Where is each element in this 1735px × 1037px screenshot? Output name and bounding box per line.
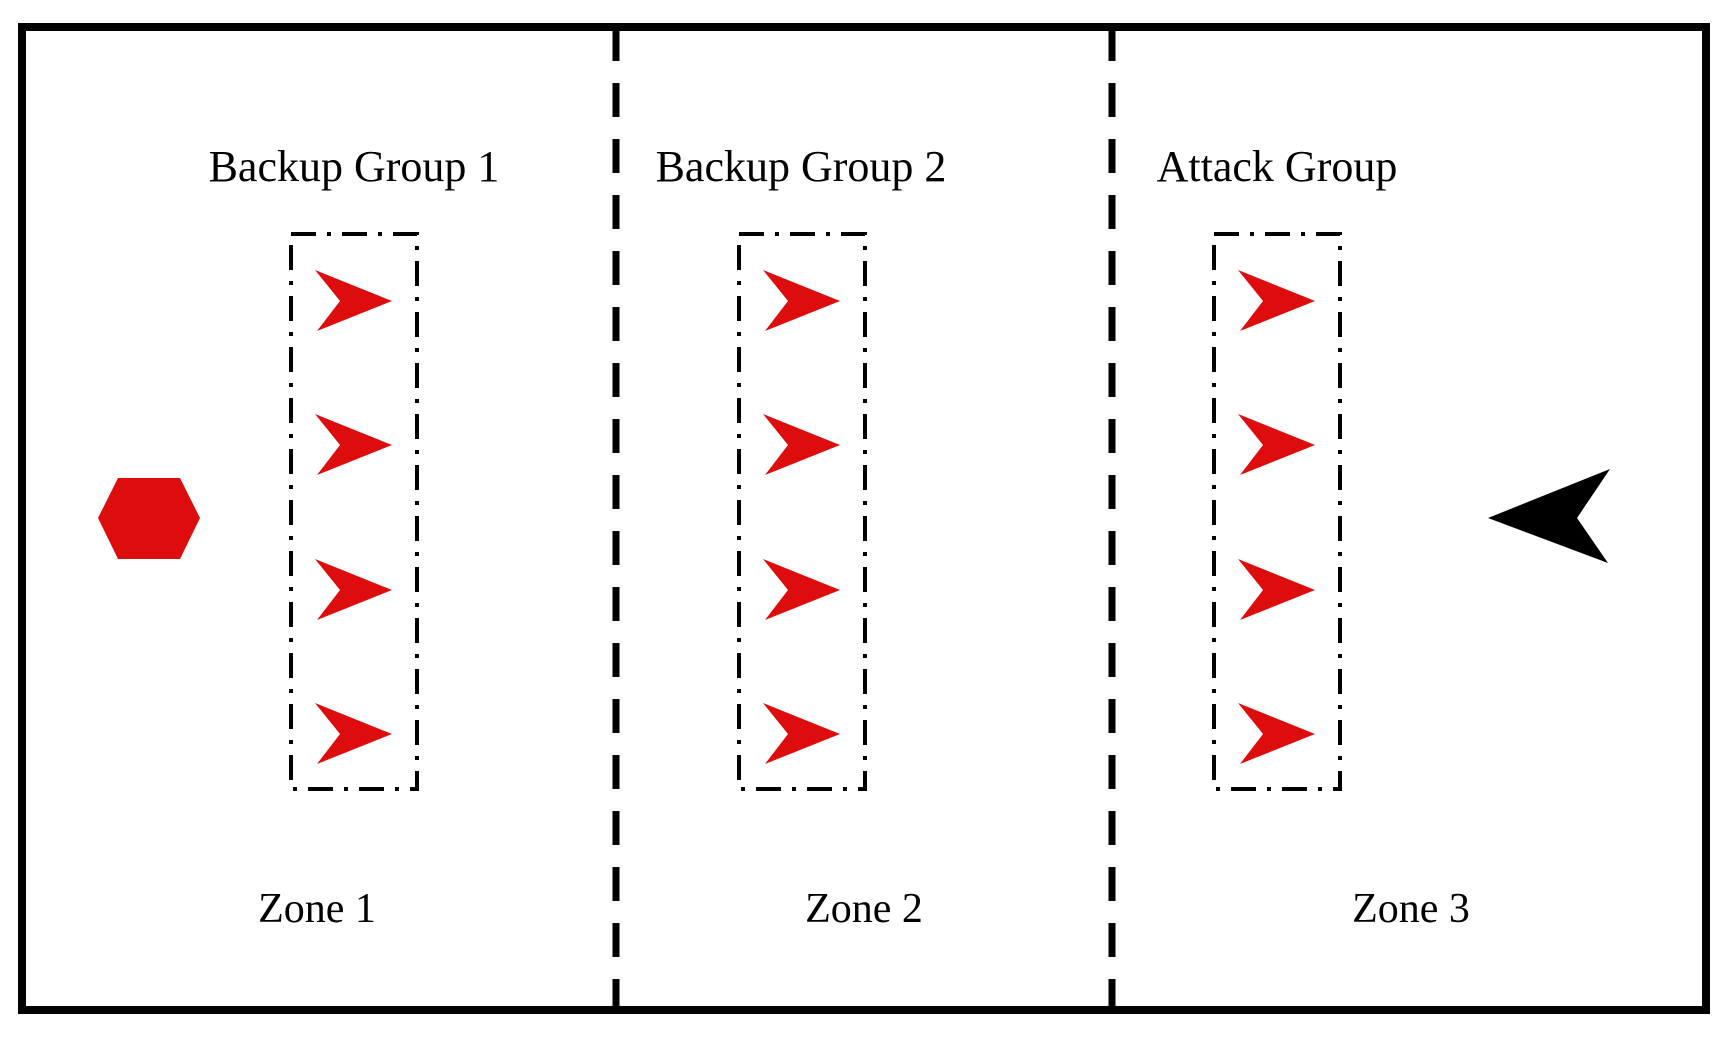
unit-arrow-icon <box>1238 414 1315 475</box>
unit-arrow-icon <box>763 559 840 620</box>
unit-arrow-icon <box>1238 559 1315 620</box>
unit-arrow-icon <box>763 270 840 331</box>
zone-label-3: Zone 3 <box>1352 886 1470 932</box>
group-title-attack: Attack Group <box>1156 142 1398 191</box>
red-hexagon-icon <box>98 478 200 559</box>
zone-label-1: Zone 1 <box>258 886 376 932</box>
black-dart-arrow-left-icon <box>1488 469 1610 563</box>
unit-arrow-icon <box>1238 703 1315 764</box>
attack-group <box>1212 232 1342 791</box>
unit-arrow-icon <box>315 414 392 475</box>
zone-label-2: Zone 2 <box>805 886 923 932</box>
backup-group-1-box <box>289 232 419 791</box>
unit-arrow-icon <box>315 559 392 620</box>
unit-arrow-icon <box>763 703 840 764</box>
backup-group-2-box <box>737 232 867 791</box>
backup-group-2 <box>737 232 867 791</box>
group-title-backup-1: Backup Group 1 <box>208 142 500 191</box>
backup-group-1 <box>289 232 419 791</box>
unit-arrow-icon <box>315 703 392 764</box>
unit-arrow-icon <box>1238 270 1315 331</box>
field-border <box>18 23 1710 1014</box>
attack-group-box <box>1212 232 1342 791</box>
unit-arrow-icon <box>763 414 840 475</box>
unit-arrow-icon <box>315 270 392 331</box>
group-title-backup-2: Backup Group 2 <box>655 142 947 191</box>
